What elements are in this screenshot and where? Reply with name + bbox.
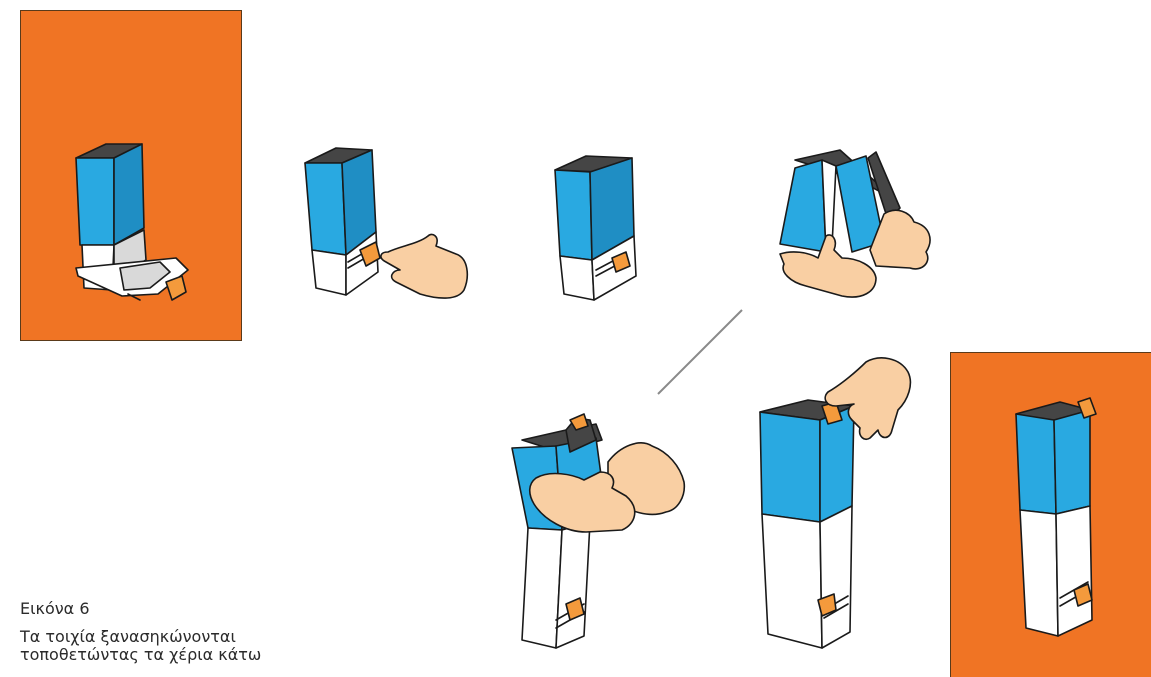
figure-caption-text-line-1: Τα τοιχία ξανασηκώνονται [20,628,236,645]
step-6-tall-box-hand-top [760,358,910,648]
step-2-finger-press-tab [305,148,467,298]
figure-caption-title: Εικόνα 6 [20,600,90,617]
figure-caption-text-line-2: τοποθετώντας τα χέρια κάτω [20,646,261,677]
step-1-box-open-tray [76,144,188,300]
step-4-walls-folding-hands [780,150,930,297]
step-5-walls-raised-hands [512,414,684,648]
step-divider-line [658,310,742,394]
step-3-box-closed [555,156,636,300]
step-7-final-tall-box [1016,398,1096,636]
